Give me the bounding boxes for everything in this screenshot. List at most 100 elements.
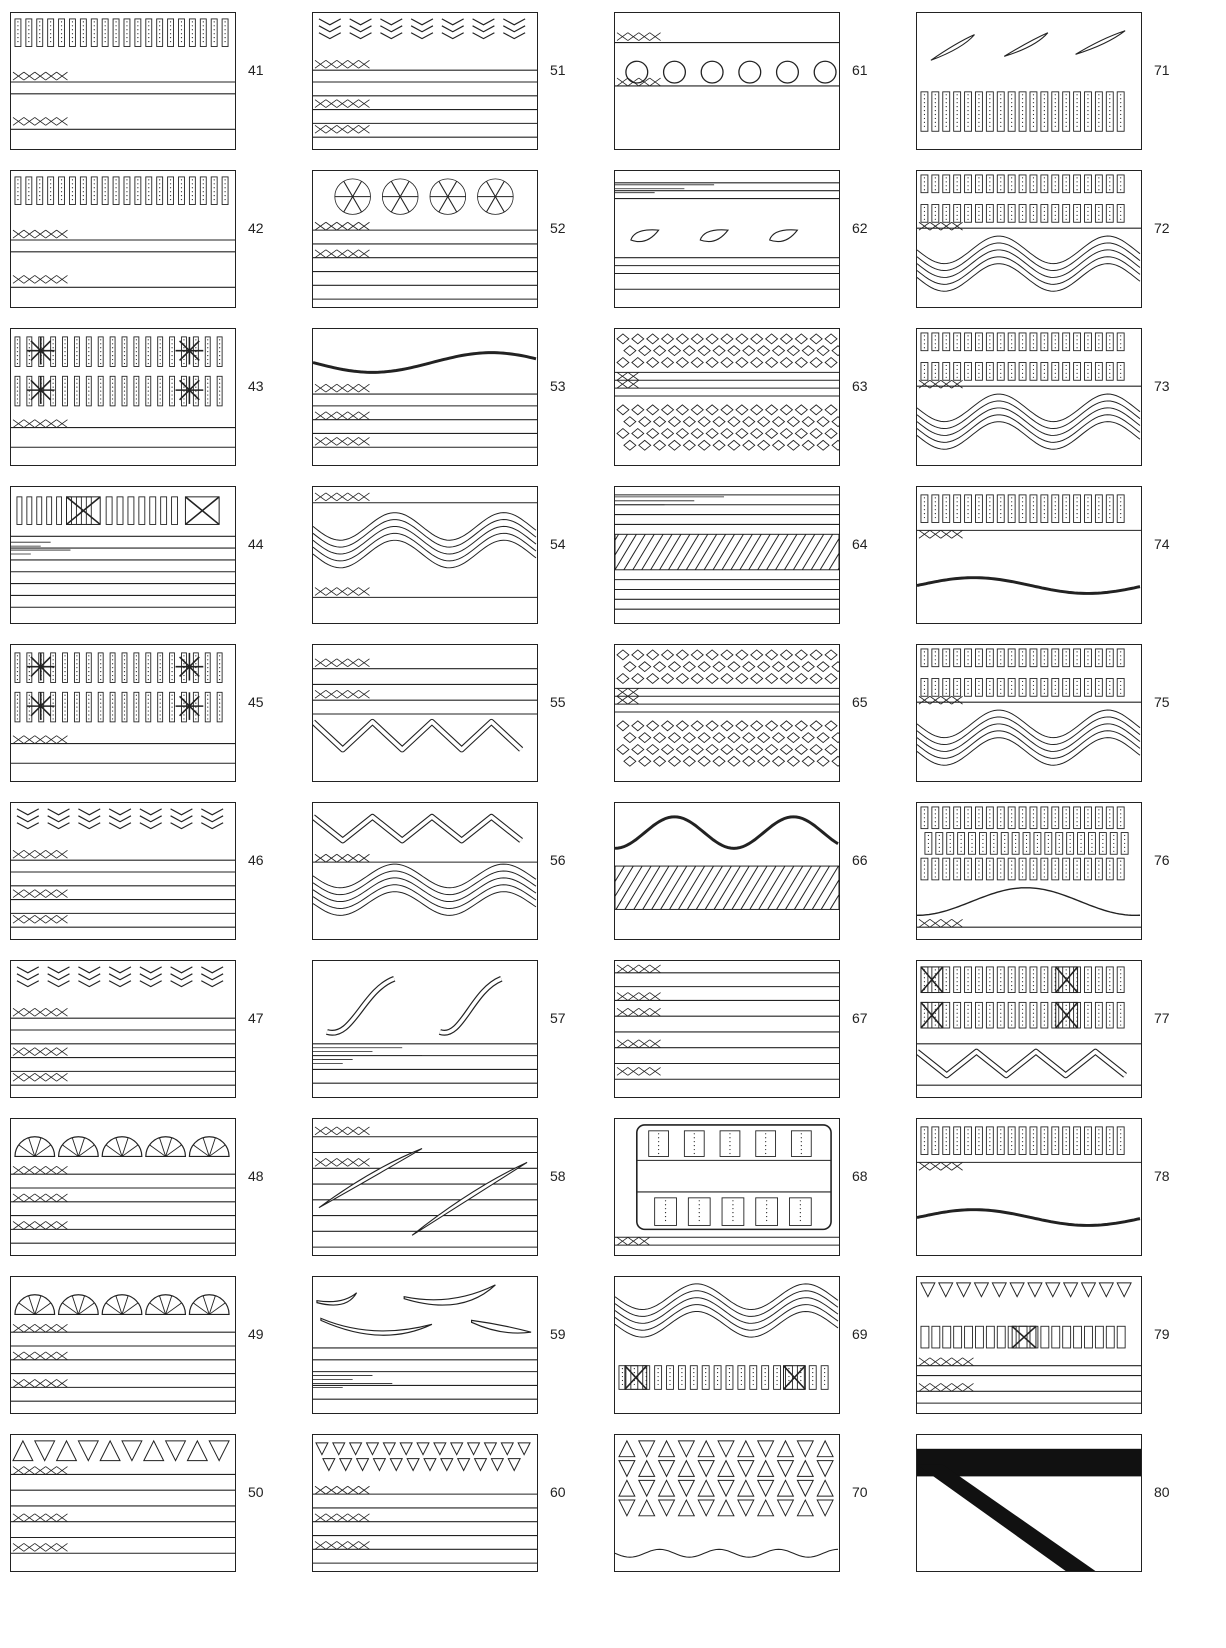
- pattern-drawing: [313, 171, 537, 307]
- pattern-number: 49: [248, 1326, 264, 1342]
- pattern-cell: 79: [906, 1264, 1196, 1414]
- pattern-number: 67: [852, 1010, 868, 1026]
- pattern-drawing: [917, 487, 1141, 623]
- pattern-cell: 63: [604, 316, 894, 466]
- pattern-number: 71: [1154, 62, 1170, 78]
- pattern-drawing: [615, 803, 839, 939]
- pattern-panel-multi-wave: [312, 486, 538, 624]
- pattern-cell: 75: [906, 632, 1196, 782]
- pattern-drawing: [11, 1277, 235, 1413]
- pattern-cell: 61: [604, 0, 894, 150]
- pattern-number: 54: [550, 536, 566, 552]
- pattern-drawing: [615, 171, 839, 307]
- pattern-cell: 72: [906, 158, 1196, 308]
- pattern-number: 77: [1154, 1010, 1170, 1026]
- pattern-number: 63: [852, 378, 868, 394]
- pattern-drawing: [11, 1119, 235, 1255]
- pattern-cell: 50: [0, 1422, 290, 1572]
- pattern-panel-waves-over-bars: [614, 1276, 840, 1414]
- pattern-panel-lines-only: [614, 960, 840, 1098]
- pattern-number: 59: [550, 1326, 566, 1342]
- pattern-drawing: [313, 645, 537, 781]
- pattern-drawing: [313, 803, 537, 939]
- pattern-number: 46: [248, 852, 264, 868]
- pattern-number: 44: [248, 536, 264, 552]
- pattern-number: 41: [248, 62, 264, 78]
- pattern-panel-bars-over-waves: [916, 644, 1142, 782]
- pattern-drawing: [313, 487, 537, 623]
- pattern-drawing: [313, 329, 537, 465]
- pattern-panel-wave-over-hatch: [614, 802, 840, 940]
- pattern-drawing: [11, 803, 235, 939]
- pattern-drawing: [615, 487, 839, 623]
- pattern-panel-triangle-rows: [614, 1434, 840, 1572]
- pattern-cell: 55: [302, 632, 592, 782]
- pattern-panel-fan-leaves: [10, 1118, 236, 1256]
- pattern-drawing: [917, 1119, 1141, 1255]
- pattern-cell: 74: [906, 474, 1196, 624]
- pattern-cell: 67: [604, 948, 894, 1098]
- pattern-drawing: [917, 1435, 1141, 1571]
- pattern-cell: 58: [302, 1106, 592, 1256]
- pattern-cell: 54: [302, 474, 592, 624]
- pattern-cell: 52: [302, 158, 592, 308]
- pattern-cell: 41: [0, 0, 290, 150]
- pattern-drawing: [615, 961, 839, 1097]
- pattern-panel-bars-over-waves: [916, 170, 1142, 308]
- pattern-number: 72: [1154, 220, 1170, 236]
- pattern-panel-teardrops: [614, 170, 840, 308]
- pattern-cell: 42: [0, 158, 290, 308]
- pattern-cell: 56: [302, 790, 592, 940]
- pattern-panel-diagonal-hatch-band: [614, 486, 840, 624]
- pattern-drawing: [615, 1277, 839, 1413]
- pattern-number: 42: [248, 220, 264, 236]
- pattern-drawing: [615, 329, 839, 465]
- pattern-panel-zigzag-band: [312, 644, 538, 782]
- pattern-panel-vertical-bars-with-blocks: [10, 12, 236, 150]
- pattern-drawing: [11, 13, 235, 149]
- pattern-panel-vertical-bars-with-blocks: [10, 170, 236, 308]
- pattern-drawing: [11, 1435, 235, 1571]
- pattern-panel-triangles-over-lines: [916, 1276, 1142, 1414]
- pattern-cell: 71: [906, 0, 1196, 150]
- pattern-cell: 77: [906, 948, 1196, 1098]
- pattern-panel-dots: [614, 12, 840, 150]
- pattern-panel-zigzag-band-over-waves: [312, 802, 538, 940]
- pattern-cell: 44: [0, 474, 290, 624]
- pattern-number: 48: [248, 1168, 264, 1184]
- pattern-cell: 57: [302, 948, 592, 1098]
- pattern-panel-block-figure: [614, 1118, 840, 1256]
- pattern-drawing: [313, 961, 537, 1097]
- pattern-number: 70: [852, 1484, 868, 1500]
- pattern-drawing: [313, 1119, 537, 1255]
- pattern-cell: 78: [906, 1106, 1196, 1256]
- pattern-panel-bars-with-star-crosses: [10, 644, 236, 782]
- pattern-drawing: [313, 1435, 537, 1571]
- pattern-panel-crescents: [312, 1276, 538, 1414]
- pattern-panel-diagonal-blades: [312, 1118, 538, 1256]
- pattern-number: 76: [1154, 852, 1170, 868]
- pattern-number: 50: [248, 1484, 264, 1500]
- pattern-cell: 80: [906, 1422, 1196, 1572]
- pattern-panel-small-triangles: [312, 1434, 538, 1572]
- pattern-number: 55: [550, 694, 566, 710]
- pattern-cell: 46: [0, 790, 290, 940]
- pattern-drawing: [11, 171, 235, 307]
- pattern-drawing: [917, 961, 1141, 1097]
- pattern-cell: 66: [604, 790, 894, 940]
- pattern-cell: 73: [906, 316, 1196, 466]
- pattern-cell: 70: [604, 1422, 894, 1572]
- pattern-cell: 69: [604, 1264, 894, 1414]
- pattern-drawing: [313, 13, 537, 149]
- pattern-panel-chevron-leaves: [10, 960, 236, 1098]
- pattern-number: 43: [248, 378, 264, 394]
- pattern-drawing: [917, 803, 1141, 939]
- pattern-number: 58: [550, 1168, 566, 1184]
- pattern-number: 47: [248, 1010, 264, 1026]
- pattern-cell: 76: [906, 790, 1196, 940]
- pattern-panel-bars-over-zigzag: [916, 960, 1142, 1098]
- pattern-number: 57: [550, 1010, 566, 1026]
- pattern-panel-diamond-grid: [614, 644, 840, 782]
- pattern-cell: 47: [0, 948, 290, 1098]
